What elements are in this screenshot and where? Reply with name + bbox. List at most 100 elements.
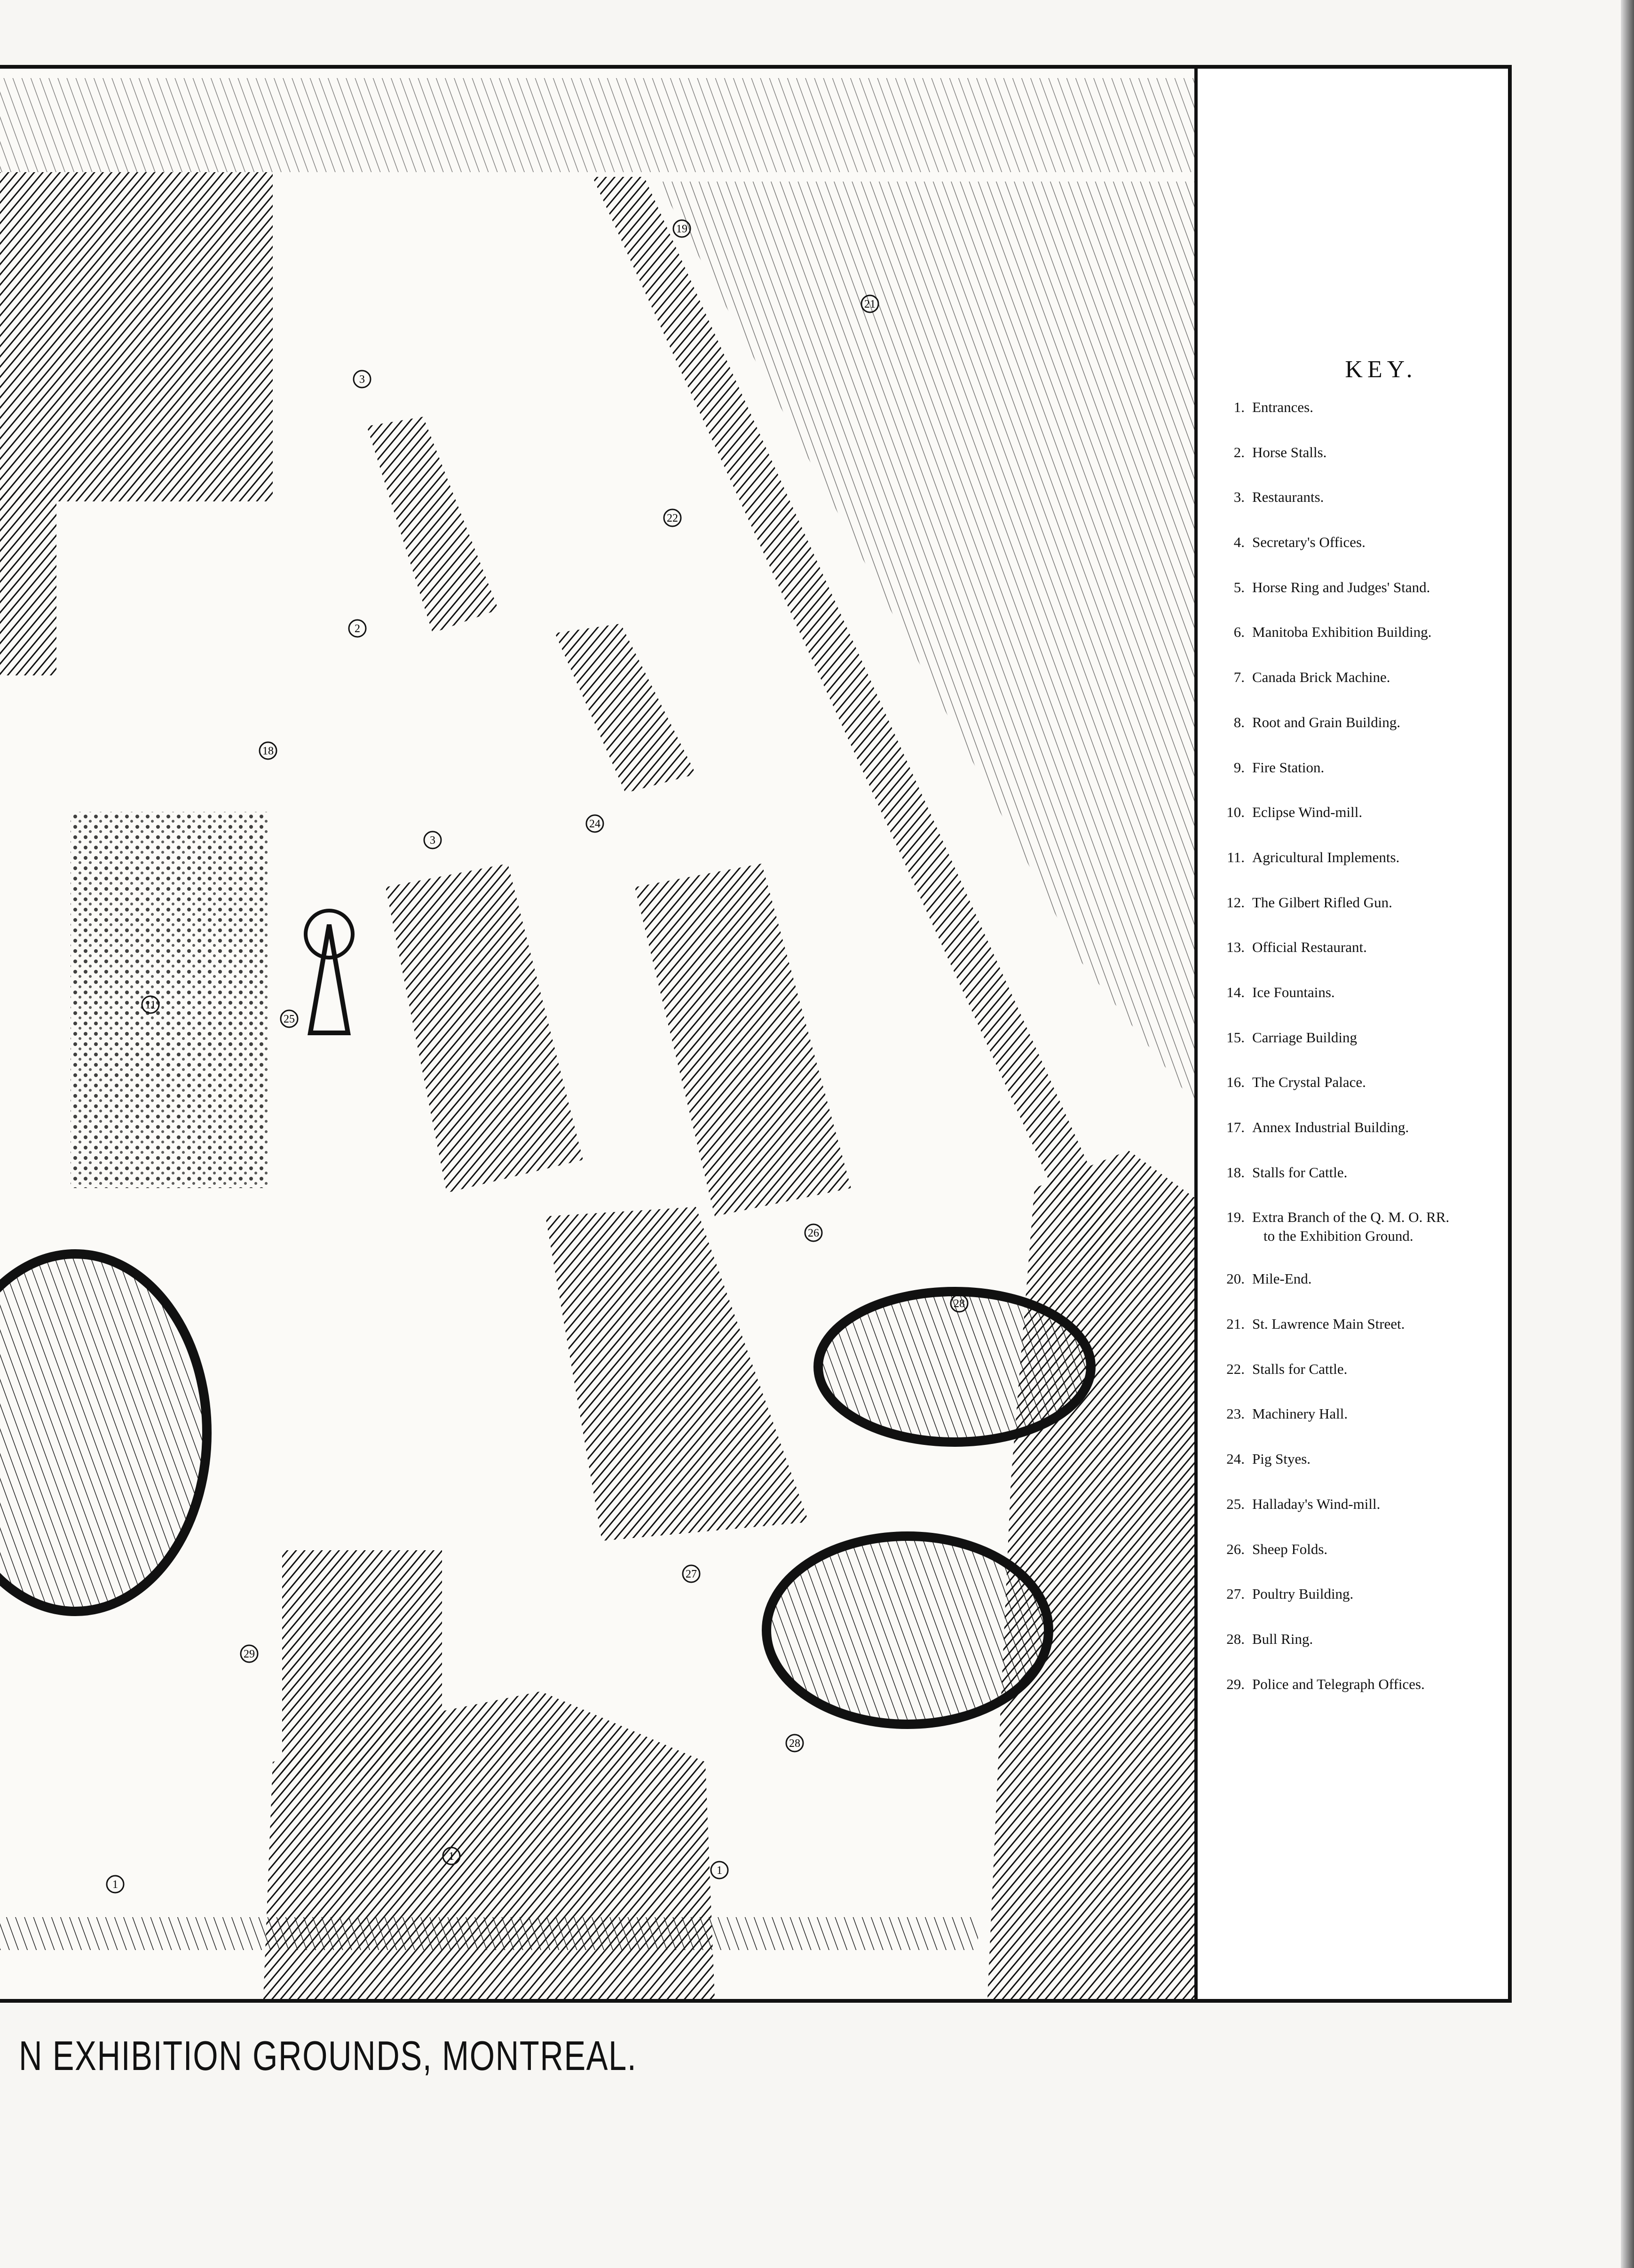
key-item-label: Secretary's Offices. xyxy=(1252,534,1366,551)
windmill-wheel xyxy=(304,909,355,960)
marker-26: 26 xyxy=(808,1227,819,1239)
horizon-town xyxy=(0,78,1194,172)
key-item-number: 10. xyxy=(1226,804,1245,821)
marker-1-left: 1 xyxy=(112,1879,118,1891)
key-item-label: Canada Brick Machine. xyxy=(1252,669,1390,686)
key-item-number: 3. xyxy=(1233,489,1245,506)
key-item: 19. Extra Branch of the Q. M. O. RR. to th… xyxy=(1216,1208,1503,1269)
key-item: 11.Agricultural Implements. xyxy=(1216,848,1503,893)
key-item-label: Stalls for Cattle. xyxy=(1252,1164,1348,1181)
key-item-label: Fire Station. xyxy=(1252,759,1325,776)
marker-1-mid: 1 xyxy=(449,1850,454,1863)
key-item-number: 27. xyxy=(1226,1586,1245,1602)
agricultural-implements-building xyxy=(635,864,851,1216)
key-item-label: Police and Telegraph Offices. xyxy=(1252,1675,1425,1692)
carriage-building xyxy=(386,864,583,1193)
key-panel-divider xyxy=(1194,69,1198,1999)
key-item: 21. St. Lawrence Main Street. xyxy=(1216,1315,1503,1360)
key-item: 6.Manitoba Exhibition Building. xyxy=(1216,623,1503,668)
key-item: 2. Horse Stalls. xyxy=(1216,443,1503,488)
marker-3: 3 xyxy=(359,373,365,386)
key-item-number: 18. xyxy=(1226,1164,1245,1181)
key-item: 16.The Crystal Palace. xyxy=(1216,1073,1503,1118)
key-item-number: 11. xyxy=(1227,849,1245,865)
key-item: 26.Sheep Folds. xyxy=(1216,1540,1503,1585)
key-item-number: 15. xyxy=(1226,1029,1245,1046)
key-item: 3. Restaurants. xyxy=(1216,488,1503,533)
key-item-label: Machinery Hall. xyxy=(1252,1405,1348,1422)
key-item-label: Entrances. xyxy=(1252,399,1313,415)
main-exhibition-hall xyxy=(0,172,273,501)
key-item-number: 4. xyxy=(1233,534,1245,551)
key-item: 17.Annex Industrial Building. xyxy=(1216,1118,1503,1163)
key-item: 13. Official Restaurant. xyxy=(1216,938,1503,983)
key-item-label: Root and Grain Building. xyxy=(1252,714,1401,730)
key-item-label: Poultry Building. xyxy=(1252,1586,1354,1602)
marker-2: 2 xyxy=(355,623,360,635)
engraving-drawing: 19 21 3 22 2 18 24 3 25 26 11 28 27 29 2… xyxy=(0,78,1194,1999)
key-item-label: Restaurants. xyxy=(1252,489,1324,506)
key-item: 18. Stalls for Cattle. xyxy=(1216,1163,1503,1208)
key-item: 9. Fire Station. xyxy=(1216,758,1503,803)
key-item: 5.Horse Ring and Judges' Stand. xyxy=(1216,578,1503,623)
key-item-number: 21. xyxy=(1226,1316,1245,1332)
windmill xyxy=(308,924,351,1035)
key-item: 20.Mile-End. xyxy=(1216,1269,1503,1315)
key-item-number: 14. xyxy=(1226,983,1245,1000)
key-item-number: 13. xyxy=(1226,939,1245,956)
marker-27: 27 xyxy=(686,1568,697,1580)
key-item: 24.Pig Styes. xyxy=(1216,1450,1503,1495)
town-blocks xyxy=(658,182,1194,1103)
key-item-label: The Gilbert Rifled Gun. xyxy=(1252,894,1392,911)
key-item-number: 19. xyxy=(1226,1209,1245,1226)
key-item-number: 29. xyxy=(1226,1675,1245,1692)
key-item-label: Bull Ring. xyxy=(1252,1630,1313,1647)
machinery-hall xyxy=(367,417,498,633)
marker-28b: 28 xyxy=(789,1737,800,1750)
key-item: 15. Carriage Building xyxy=(1216,1028,1503,1073)
key-item: 29. Police and Telegraph Offices. xyxy=(1216,1675,1503,1720)
key-item-number: 25. xyxy=(1226,1495,1245,1512)
key-item-label: Stalls for Cattle. xyxy=(1252,1360,1348,1377)
key-item: 7.Canada Brick Machine. xyxy=(1216,668,1503,713)
key-item-number: 28. xyxy=(1226,1630,1245,1647)
key-item-label: Carriage Building xyxy=(1252,1029,1357,1046)
key-item: 12.The Gilbert Rifled Gun. xyxy=(1216,893,1503,938)
key-item-label: Mile-End. xyxy=(1252,1270,1312,1287)
key-item-number: 2. xyxy=(1233,444,1245,460)
key-item-label: Horse Ring and Judges' Stand. xyxy=(1252,579,1430,595)
key-item: 4. Secretary's Offices. xyxy=(1216,533,1503,578)
key-item-label: Horse Stalls. xyxy=(1252,444,1327,460)
marker-22: 22 xyxy=(667,512,678,524)
horse-ring-field xyxy=(71,812,268,1188)
frame-bottom-rule xyxy=(0,1999,1512,2003)
marker-3b: 3 xyxy=(430,834,435,847)
key-item-label: St. Lawrence Main Street. xyxy=(1252,1316,1405,1332)
poultry-building xyxy=(545,1207,809,1541)
key-item: 23.Machinery Hall. xyxy=(1216,1404,1503,1450)
key-item: 27. Poultry Building. xyxy=(1216,1585,1503,1630)
key-item-number: 8. xyxy=(1233,714,1245,730)
key-item-label: Official Restaurant. xyxy=(1252,939,1367,956)
key-item: 22.Stalls for Cattle. xyxy=(1216,1360,1503,1405)
key-item: 10.Eclipse Wind-mill. xyxy=(1216,803,1503,848)
marker-24: 24 xyxy=(589,818,600,830)
poplar-trees-right xyxy=(987,1150,1194,1999)
key-item: 14. Ice Fountains. xyxy=(1216,983,1503,1028)
key-item-number: 9. xyxy=(1233,759,1245,776)
key-item-label-continued: to the Exhibition Ground. xyxy=(1263,1228,1413,1245)
key-item-number: 24. xyxy=(1226,1451,1245,1467)
key-item-label: Ice Fountains. xyxy=(1252,983,1335,1000)
key-item-label: Extra Branch of the Q. M. O. RR. xyxy=(1252,1209,1450,1226)
key-item-label: Annex Industrial Building. xyxy=(1252,1119,1409,1135)
key-item: 8. Root and Grain Building. xyxy=(1216,713,1503,758)
marker-11: 11 xyxy=(145,999,156,1011)
frame-top-rule xyxy=(0,65,1512,69)
key-panel: KEY. 1.Entrances.2.Horse Stalls.3.Restau… xyxy=(1198,69,1508,1999)
exhibition-grounds-engraving: 19 21 3 22 2 18 24 3 25 26 11 28 27 29 2… xyxy=(0,69,1194,1999)
key-item-label: The Crystal Palace. xyxy=(1252,1074,1366,1091)
marker-25: 25 xyxy=(284,1013,295,1025)
marker-1-right: 1 xyxy=(717,1864,722,1877)
key-item: 28. Bull Ring. xyxy=(1216,1630,1503,1675)
number-markers: 19 21 3 22 2 18 24 3 25 26 11 28 27 29 2… xyxy=(106,219,969,1894)
